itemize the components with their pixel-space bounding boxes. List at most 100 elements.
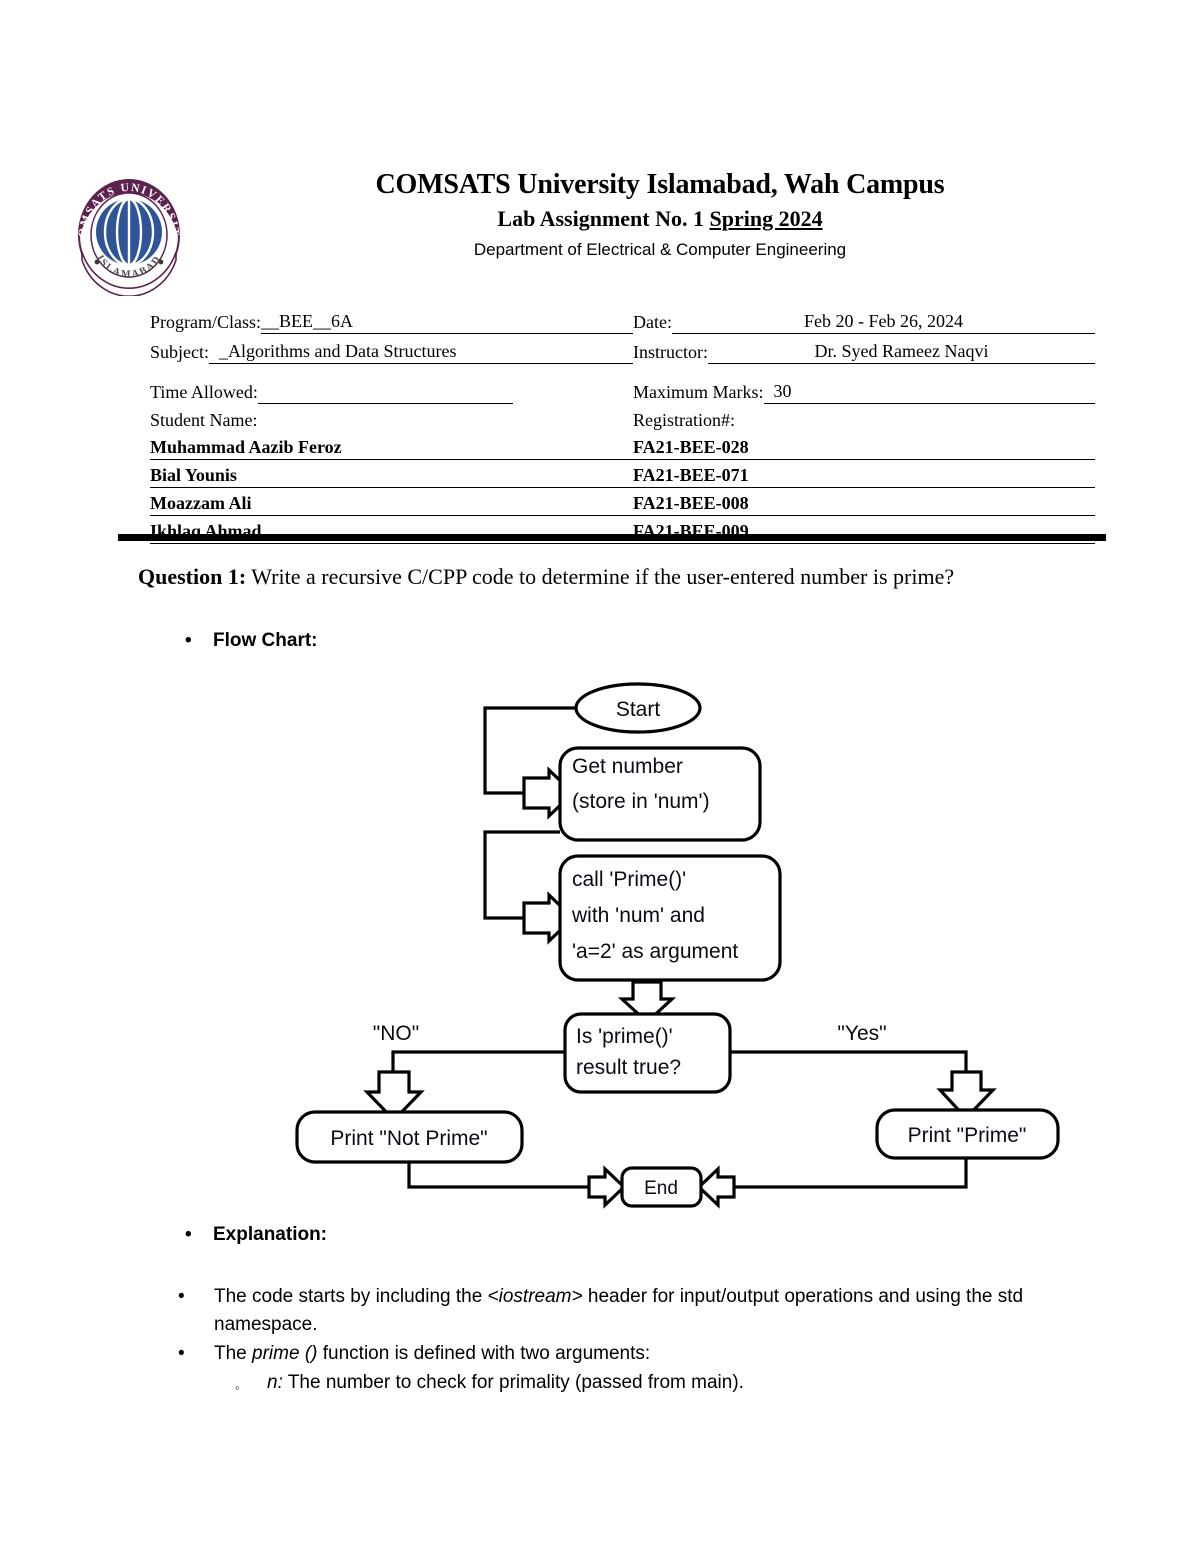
registration-label: Registration#:	[633, 410, 735, 430]
flow-node-print-not-prime-label: Print "Not Prime"	[330, 1127, 487, 1150]
flow-node-start: Start	[574, 682, 702, 734]
department-name: Department of Electrical & Computer Engi…	[473, 240, 847, 259]
explanation-list: • The code starts by including the <iost…	[175, 1283, 1085, 1402]
student-name-label: Student Name:	[150, 410, 258, 430]
assignment-title: Lab Assignment No. 1 Spring 2024	[200, 204, 1120, 234]
question-1-text: Question 1: Write a recursive C/CPP code…	[138, 560, 1090, 593]
registration-heading: Registration#:	[633, 410, 1095, 432]
arrow-to-not-prime-icon	[363, 1070, 425, 1123]
instructor-label: Instructor:	[633, 342, 708, 362]
edge-decision-no	[391, 1050, 565, 1078]
bullet-glyph: •	[178, 1286, 185, 1307]
date-field: Date: Feb 20 - Feb 26, 2024	[633, 311, 1095, 334]
edge-label-no: "NO"	[373, 1022, 419, 1045]
time-allowed-value[interactable]	[257, 402, 513, 404]
student-row: Muhammad Aazib Feroz FA21-BEE-028	[150, 432, 1095, 460]
instructor-value[interactable]: Dr. Syed Rameez Naqvi	[707, 341, 1095, 364]
maximum-marks-value[interactable]: 30	[763, 381, 1095, 404]
subject-field: Subject: _Algorithms and Data Structures	[150, 341, 633, 364]
flow-node-decision: Is 'prime()' result true?	[563, 1012, 732, 1094]
flow-node-get-number: Get number (store in 'num')	[558, 746, 762, 842]
form-spacer	[150, 364, 1095, 376]
header-divider	[118, 534, 1106, 541]
list-item-emphasis: <iostream>	[487, 1286, 583, 1307]
bullet-glyph: •	[178, 1343, 185, 1364]
flow-node-get-number-line1: Get number	[572, 755, 683, 778]
question-body: Write a recursive C/CPP code to determin…	[246, 564, 955, 589]
arrow-to-end-right-icon	[696, 1165, 736, 1209]
list-item-pre: The	[214, 1343, 253, 1364]
date-label: Date:	[633, 312, 672, 332]
student-name-cell: Bial Younis	[150, 465, 633, 488]
date-value[interactable]: Feb 20 - Feb 26, 2024	[671, 311, 1095, 334]
program-label: Program/Class:	[150, 312, 261, 332]
arrow-to-end-left-icon	[587, 1165, 627, 1209]
flow-node-call-prime-line2: with 'num' and	[571, 904, 705, 927]
edge-label-yes: "Yes"	[837, 1022, 886, 1045]
assignment-prefix: Lab Assignment No. 1	[497, 206, 710, 231]
student-registration-cell: FA21-BEE-071	[633, 465, 1095, 488]
subject-value[interactable]: _Algorithms and Data Structures	[209, 341, 633, 364]
sub-list-item: ◦ n: The number to check for primality (…	[235, 1369, 1085, 1402]
student-row: Bial Younis FA21-BEE-071	[150, 460, 1095, 488]
assignment-info-form: Program/Class: __BEE__6A Date: Feb 20 - …	[150, 304, 1095, 544]
edge-start-to-input	[483, 706, 578, 795]
explanation-heading-label: Explanation:	[213, 1224, 328, 1245]
maximum-marks-label: Maximum Marks:	[633, 382, 764, 402]
flow-node-decision-line1: Is 'prime()'	[576, 1025, 673, 1048]
student-registration-value[interactable]: FA21-BEE-008	[633, 493, 1095, 516]
flow-node-print-not-prime: Print "Not Prime"	[295, 1110, 524, 1164]
flow-node-call-prime: call 'Prime()' with 'num' and 'a=2' as a…	[558, 854, 782, 982]
sub-bullet-glyph: ◦	[235, 1380, 240, 1395]
student-row: Moazzam Ali FA21-BEE-008	[150, 488, 1095, 516]
student-name-value[interactable]: Moazzam Ali	[150, 493, 633, 516]
assignment-term: Spring 2024	[709, 206, 823, 231]
list-item: • The code starts by including the <iost…	[175, 1283, 1085, 1339]
subject-label: Subject:	[150, 342, 209, 362]
list-item-text: The code starts by including the <iostre…	[214, 1283, 1085, 1339]
flow-node-print-prime-label: Print "Prime"	[908, 1124, 1027, 1147]
list-item-emphasis: prime ()	[252, 1343, 318, 1364]
flow-node-call-prime-line3: 'a=2' as argument	[572, 940, 738, 963]
form-row-subject-instructor: Subject: _Algorithms and Data Structures…	[150, 334, 1095, 364]
edge-input-to-call	[483, 830, 560, 920]
list-item-post: function is defined with two arguments:	[317, 1343, 651, 1364]
form-row-time-marks: Time Allowed: Maximum Marks: 30	[150, 376, 1095, 404]
program-value[interactable]: __BEE__6A	[261, 311, 633, 334]
time-allowed-spacer	[513, 403, 633, 404]
maximum-marks-field: Maximum Marks: 30	[633, 381, 1095, 404]
time-allowed-label: Time Allowed:	[150, 382, 258, 402]
instructor-field: Instructor: Dr. Syed Rameez Naqvi	[633, 341, 1095, 364]
flow-chart-heading: • Flow Chart:	[185, 630, 318, 652]
edge-notprime-to-end	[407, 1162, 611, 1189]
bullet-glyph: •	[185, 1224, 192, 1245]
program-field: Program/Class: __BEE__6A	[150, 311, 633, 334]
student-name-value[interactable]: Bial Younis	[150, 465, 633, 488]
edge-decision-yes	[730, 1050, 968, 1078]
form-row-headings: Student Name: Registration#:	[150, 404, 1095, 432]
flow-node-get-number-line2: (store in 'num')	[572, 790, 710, 813]
bullet-glyph: •	[185, 630, 192, 651]
question-label: Question 1:	[138, 564, 247, 589]
student-registration-value[interactable]: FA21-BEE-028	[633, 437, 1095, 460]
flow-node-end-label: End	[644, 1178, 678, 1199]
student-registration-cell: FA21-BEE-008	[633, 493, 1095, 516]
arrow-to-decision-icon	[617, 980, 677, 1025]
student-name-value[interactable]: Muhammad Aazib Feroz	[150, 437, 633, 460]
student-registration-cell: FA21-BEE-028	[633, 437, 1095, 460]
form-row-program-date: Program/Class: __BEE__6A Date: Feb 20 - …	[150, 304, 1095, 334]
prime-check-flowchart: Start Get number (store in 'num') call '…	[0, 660, 1200, 1220]
list-item-text: The prime () function is defined with tw…	[214, 1340, 1085, 1368]
document-header: COMSATS UNIVERSITY ISLAMABAD COMSATS Uni…	[0, 168, 1200, 296]
time-allowed-field: Time Allowed:	[150, 382, 633, 404]
student-name-cell: Moazzam Ali	[150, 493, 633, 516]
list-item: • The prime () function is defined with …	[175, 1340, 1085, 1368]
flow-node-end: End	[620, 1166, 703, 1208]
explanation-heading: • Explanation:	[185, 1224, 327, 1246]
university-title: COMSATS University Islamabad, Wah Campus	[375, 169, 945, 200]
sub-list-item-emphasis: n:	[267, 1372, 283, 1393]
flow-chart-heading-label: Flow Chart:	[213, 630, 318, 651]
student-registration-value[interactable]: FA21-BEE-071	[633, 465, 1095, 488]
sub-list-item-post: The number to check for primality (passe…	[282, 1372, 744, 1393]
list-item-post: header for input/output operations and u…	[214, 1286, 1024, 1335]
